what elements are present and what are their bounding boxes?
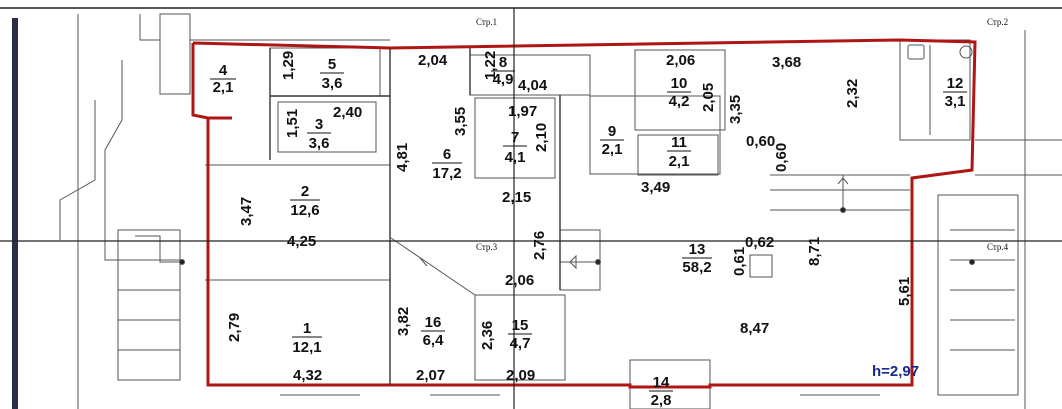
dimension-label: 4,04 bbox=[518, 77, 548, 94]
room-area: 12,6 bbox=[290, 202, 319, 219]
dimension-label: 3,35 bbox=[727, 95, 744, 124]
dimension-label: 2,32 bbox=[844, 79, 861, 108]
dimension-label: 2,06 bbox=[666, 52, 695, 69]
room-area: 2,1 bbox=[602, 141, 623, 158]
room-area: 4,9 bbox=[493, 71, 514, 88]
room-area: 2,8 bbox=[651, 392, 672, 409]
room-area: 4,1 bbox=[505, 149, 526, 166]
dimension-labels: 1,29 2,04 1,22 2,06 3,68 2,05 4,04 2,32 … bbox=[226, 51, 913, 384]
sheet-label-1: Стр.1 bbox=[476, 17, 497, 27]
room-area: 3,6 bbox=[309, 135, 330, 152]
dimension-label: 2,04 bbox=[418, 52, 448, 69]
room-number: 14 bbox=[653, 374, 670, 391]
room-number: 4 bbox=[219, 62, 228, 79]
dimension-label: 2,15 bbox=[502, 189, 531, 206]
dimension-label: 2,09 bbox=[506, 367, 535, 384]
sheet-label-3: Стр.3 bbox=[476, 242, 498, 252]
dimension-label: 1,29 bbox=[280, 51, 297, 80]
dimension-label: 2,79 bbox=[226, 313, 243, 342]
dimension-label: 0,60 bbox=[773, 143, 790, 172]
dimension-label: 3,68 bbox=[772, 54, 801, 71]
dimension-label: 2,40 bbox=[333, 104, 362, 121]
ceiling-height-label: h=2,97 bbox=[872, 363, 919, 380]
room-number: 11 bbox=[671, 134, 687, 151]
left-frame-bar bbox=[12, 18, 18, 409]
dimension-label: 0,60 bbox=[746, 133, 775, 150]
room-number: 13 bbox=[689, 241, 706, 258]
sheet-label-2: Стр.2 bbox=[987, 17, 1008, 27]
room-number: 16 bbox=[425, 314, 442, 331]
dimension-label: 0,61 bbox=[731, 247, 748, 276]
inner-walls bbox=[269, 48, 561, 385]
room-labels: 4 2,1 5 3,6 3 3,6 8 4,9 10 4,2 12 3,1 7 … bbox=[210, 54, 967, 409]
room-area: 2,1 bbox=[669, 153, 690, 170]
room-number: 2 bbox=[301, 183, 309, 200]
dimension-label: 3,49 bbox=[641, 179, 670, 196]
sheet-label-4: Стр.4 bbox=[987, 242, 1009, 252]
dimension-label: 4,81 bbox=[394, 143, 411, 172]
dimension-label: 2,10 bbox=[533, 123, 550, 152]
dimension-label: 4,32 bbox=[293, 367, 322, 384]
room-number: 6 bbox=[443, 146, 451, 163]
dimension-label: 1,51 bbox=[284, 109, 301, 138]
dimension-label: 3,82 bbox=[395, 307, 412, 336]
room-number: 9 bbox=[608, 123, 616, 140]
room-number: 7 bbox=[511, 129, 519, 146]
room-number: 3 bbox=[315, 116, 323, 133]
unit-boundary bbox=[191, 38, 977, 389]
room-area: 3,1 bbox=[945, 93, 966, 110]
dimension-label: 8,47 bbox=[740, 320, 769, 337]
room-number: 5 bbox=[328, 56, 336, 73]
room-area: 12,1 bbox=[292, 339, 321, 356]
room-area: 3,6 bbox=[322, 75, 343, 92]
room-number: 1 bbox=[303, 320, 311, 337]
dimension-label: 0,62 bbox=[745, 234, 774, 251]
dimension-label: 4,25 bbox=[287, 233, 316, 250]
room-area: 4,7 bbox=[510, 335, 531, 352]
room-area: 6,4 bbox=[423, 332, 445, 349]
room-number: 8 bbox=[499, 54, 507, 71]
dimension-label: 2,07 bbox=[416, 367, 445, 384]
room-area: 4,2 bbox=[669, 93, 690, 110]
dimension-label: 2,05 bbox=[700, 83, 717, 112]
dimension-label: 3,55 bbox=[452, 107, 469, 136]
room-area: 17,2 bbox=[432, 165, 461, 182]
room-area: 58,2 bbox=[682, 259, 711, 276]
room-number: 12 bbox=[947, 75, 964, 92]
dimension-label: 1,97 bbox=[508, 103, 537, 120]
dimension-label: 2,36 bbox=[479, 321, 496, 350]
dimension-label: 2,76 bbox=[531, 231, 548, 260]
dimension-label: 8,71 bbox=[806, 237, 823, 266]
dimension-label: 2,06 bbox=[505, 272, 534, 289]
room-number: 10 bbox=[671, 75, 688, 92]
dimension-label: 3,47 bbox=[238, 197, 255, 226]
dimension-label: 1,22 bbox=[482, 51, 499, 80]
dimension-label: 5,61 bbox=[896, 277, 913, 306]
room-area: 2,1 bbox=[213, 79, 234, 96]
room-number: 15 bbox=[512, 317, 529, 334]
